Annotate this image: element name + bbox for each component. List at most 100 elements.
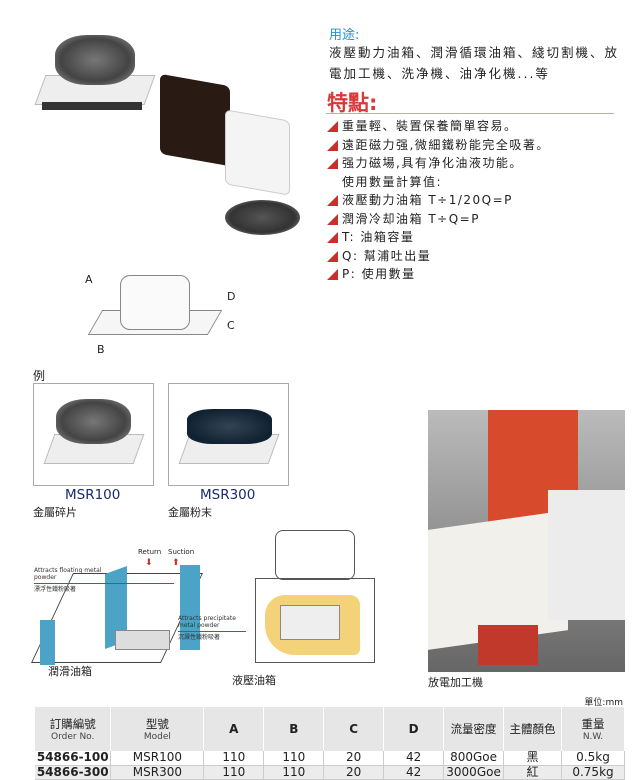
feature-item: 潤滑冷却油箱 T÷Q=P (326, 210, 550, 229)
precip-label-en: Attracts precipitate metal powder (178, 615, 236, 629)
floating-label-zh: 漂浮性鐵粉吸著 (34, 586, 77, 593)
column-header: C (323, 707, 385, 751)
triangle-bullet-icon (327, 232, 338, 243)
column-header: D (383, 707, 445, 751)
table-cell: 20 (323, 751, 385, 766)
msr100-caption: 金屬碎片 (33, 506, 77, 519)
floating-label-en: Attracts floating metal powder (34, 567, 102, 581)
header-en: Order No. (51, 732, 95, 742)
header-zh: 主體顏色 (509, 722, 556, 736)
triangle-bullet-icon (327, 269, 338, 280)
triangle-bullet-icon (327, 195, 338, 206)
feature-text: 使用數量計算值: (342, 174, 443, 189)
header-zh: C (349, 722, 359, 736)
header-en: Model (143, 732, 171, 742)
table-cell: 110 (203, 765, 265, 780)
dimension-a-label: A (85, 273, 93, 286)
header-zh: B (289, 722, 299, 736)
return-label: Return (138, 548, 162, 556)
hydraulic-tank-diagram (250, 520, 390, 670)
table-cell: 3000Goe (443, 765, 505, 780)
table-cell: 54866-300 (35, 765, 112, 780)
feature-item: 重量輕、裝置保養簡單容易。 (326, 117, 550, 136)
msr300-photo (168, 383, 289, 486)
table-cell: 0.75kg (561, 765, 626, 780)
example-label: 例 (33, 369, 46, 383)
msr100-model: MSR100 (65, 487, 121, 503)
feature-text: 液壓動力油箱 T÷1/20Q=P (342, 193, 513, 207)
feature-item: 遠距磁力强,微細鐵粉能完全吸著。 (326, 136, 550, 155)
column-header: B (263, 707, 325, 751)
feature-text: Q: 幫浦吐出量 (342, 248, 432, 263)
column-header: A (203, 707, 265, 751)
header-zh: 流量密度 (450, 722, 497, 736)
triangle-bullet-icon (327, 250, 338, 262)
feature-item: P: 使用數量 (326, 265, 550, 284)
msr300-model: MSR300 (200, 487, 256, 503)
unit-label: 單位:mm (584, 698, 623, 708)
triangle-bullet-icon (327, 121, 338, 132)
feature-item: T: 油箱容量 (326, 228, 550, 247)
table-cell: MSR100 (110, 751, 205, 766)
usage-text: 液壓動力油箱、潤滑循環油箱、綫切割機、放電加工機、洗净機、油净化機...等 (329, 45, 620, 81)
table-cell: 42 (383, 765, 445, 780)
feature-text: 遠距磁力强,微細鐵粉能完全吸著。 (342, 137, 550, 152)
hydraulic-caption: 液壓油箱 (232, 674, 276, 687)
header-zh: A (229, 722, 239, 736)
table-cell: 紅 (503, 765, 562, 780)
feature-text: P: 使用數量 (342, 267, 416, 281)
triangle-bullet-icon (327, 158, 338, 169)
precip-label-zh: 沉澱性鐵粉吸著 (178, 634, 221, 641)
header-zh: 訂購編號 (49, 717, 96, 731)
features-list: 重量輕、裝置保養簡單容易。遠距磁力强,微細鐵粉能完全吸著。强力磁場,具有净化油液… (326, 117, 550, 284)
dimension-diagram: A B C D (85, 255, 245, 356)
lubrication-caption: 潤滑油箱 (48, 665, 92, 678)
dimension-d-label: D (227, 290, 236, 303)
features-title: 特點: (327, 91, 378, 115)
table-cell: 20 (323, 765, 385, 780)
dimension-b-label: B (97, 343, 105, 356)
table-cell: 110 (263, 751, 325, 766)
usage-title: 用途: (329, 28, 360, 43)
msr300-caption: 金屬粉末 (168, 506, 212, 519)
floating-callout-line (34, 583, 174, 584)
feature-text: 潤滑冷却油箱 T÷Q=P (342, 211, 480, 226)
feature-item: 液壓動力油箱 T÷1/20Q=P (326, 191, 550, 210)
dimension-c-label: C (227, 319, 235, 332)
suction-arrow-icon: ⬆ (172, 558, 180, 568)
table-cell: 黑 (503, 751, 562, 766)
edm-caption: 放電加工機 (428, 676, 483, 689)
suction-label: Suction (168, 548, 195, 556)
floating-callout: Attracts floating metal powder 漂浮性鐵粉吸著 (34, 567, 174, 593)
msr100-photo (33, 383, 154, 486)
header-en: N.W. (582, 732, 604, 742)
header-zh: 型號 (145, 717, 169, 731)
table-cell: MSR300 (110, 765, 205, 780)
feature-text: T: 油箱容量 (342, 230, 415, 244)
feature-text: 重量輕、裝置保養簡單容易。 (342, 119, 518, 133)
table-cell: 800Goe (443, 751, 505, 766)
column-header: 主體顏色 (503, 707, 562, 751)
header-zh: 重量 (581, 717, 605, 731)
edm-machine-photo (428, 410, 625, 672)
column-header: 流量密度 (443, 707, 505, 751)
lubrication-tank-diagram: Return Suction ⬇ ⬆ Attracts floating met… (30, 545, 246, 680)
table-cell: 110 (263, 765, 325, 780)
feature-item: 使用數量計算值: (326, 173, 550, 192)
return-arrow-icon: ⬇ (145, 558, 153, 568)
triangle-bullet-icon (327, 139, 338, 151)
triangle-bullet-icon (327, 213, 338, 225)
table-cell: 110 (203, 751, 265, 766)
precip-callout-line (178, 631, 246, 632)
header-zh: D (408, 722, 419, 736)
table-cell: 54866-100 (35, 751, 112, 766)
feature-text: 强力磁場,具有净化油液功能。 (342, 156, 523, 170)
table-cell: 0.5kg (561, 751, 626, 766)
table-cell: 42 (383, 751, 445, 766)
